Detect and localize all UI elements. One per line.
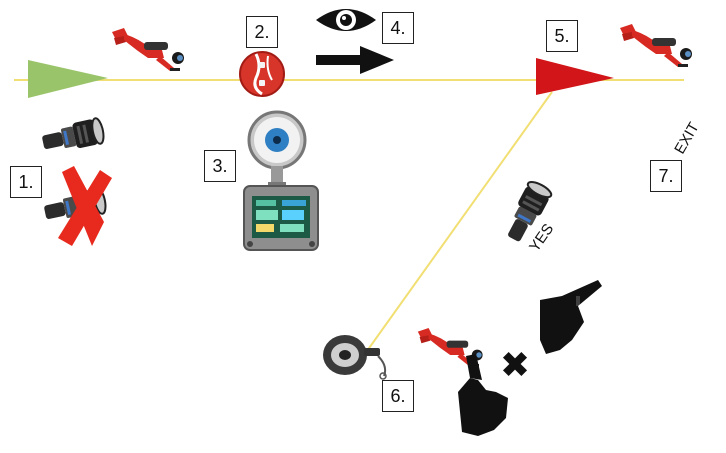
step-label-7: 7. bbox=[650, 160, 682, 192]
diver-icon bbox=[620, 24, 692, 67]
dive-computer-icon bbox=[243, 185, 319, 251]
diver-icon bbox=[112, 28, 184, 71]
hand-icon bbox=[458, 354, 508, 436]
arrow-right-icon bbox=[316, 46, 394, 74]
eye-icon bbox=[316, 9, 376, 31]
step-label-6: 6. bbox=[382, 380, 414, 412]
step-label-2: 2. bbox=[246, 16, 278, 48]
cookie-marker-icon bbox=[239, 51, 285, 97]
step-label-5: 5. bbox=[546, 20, 578, 52]
end-arrow-icon bbox=[536, 58, 614, 95]
cross-icon bbox=[502, 351, 528, 377]
hand-icon bbox=[540, 280, 602, 354]
step-label-3: 3. bbox=[204, 150, 236, 182]
pressure-gauge-icon bbox=[247, 110, 307, 190]
cross-icon bbox=[58, 166, 112, 246]
start-arrow-icon bbox=[28, 60, 108, 98]
branch-guideline bbox=[361, 91, 553, 359]
step-label-4: 4. bbox=[382, 12, 414, 44]
dive-light-icon bbox=[39, 116, 107, 157]
line-reel-icon bbox=[323, 335, 387, 380]
step-label-1: 1. bbox=[10, 166, 42, 198]
